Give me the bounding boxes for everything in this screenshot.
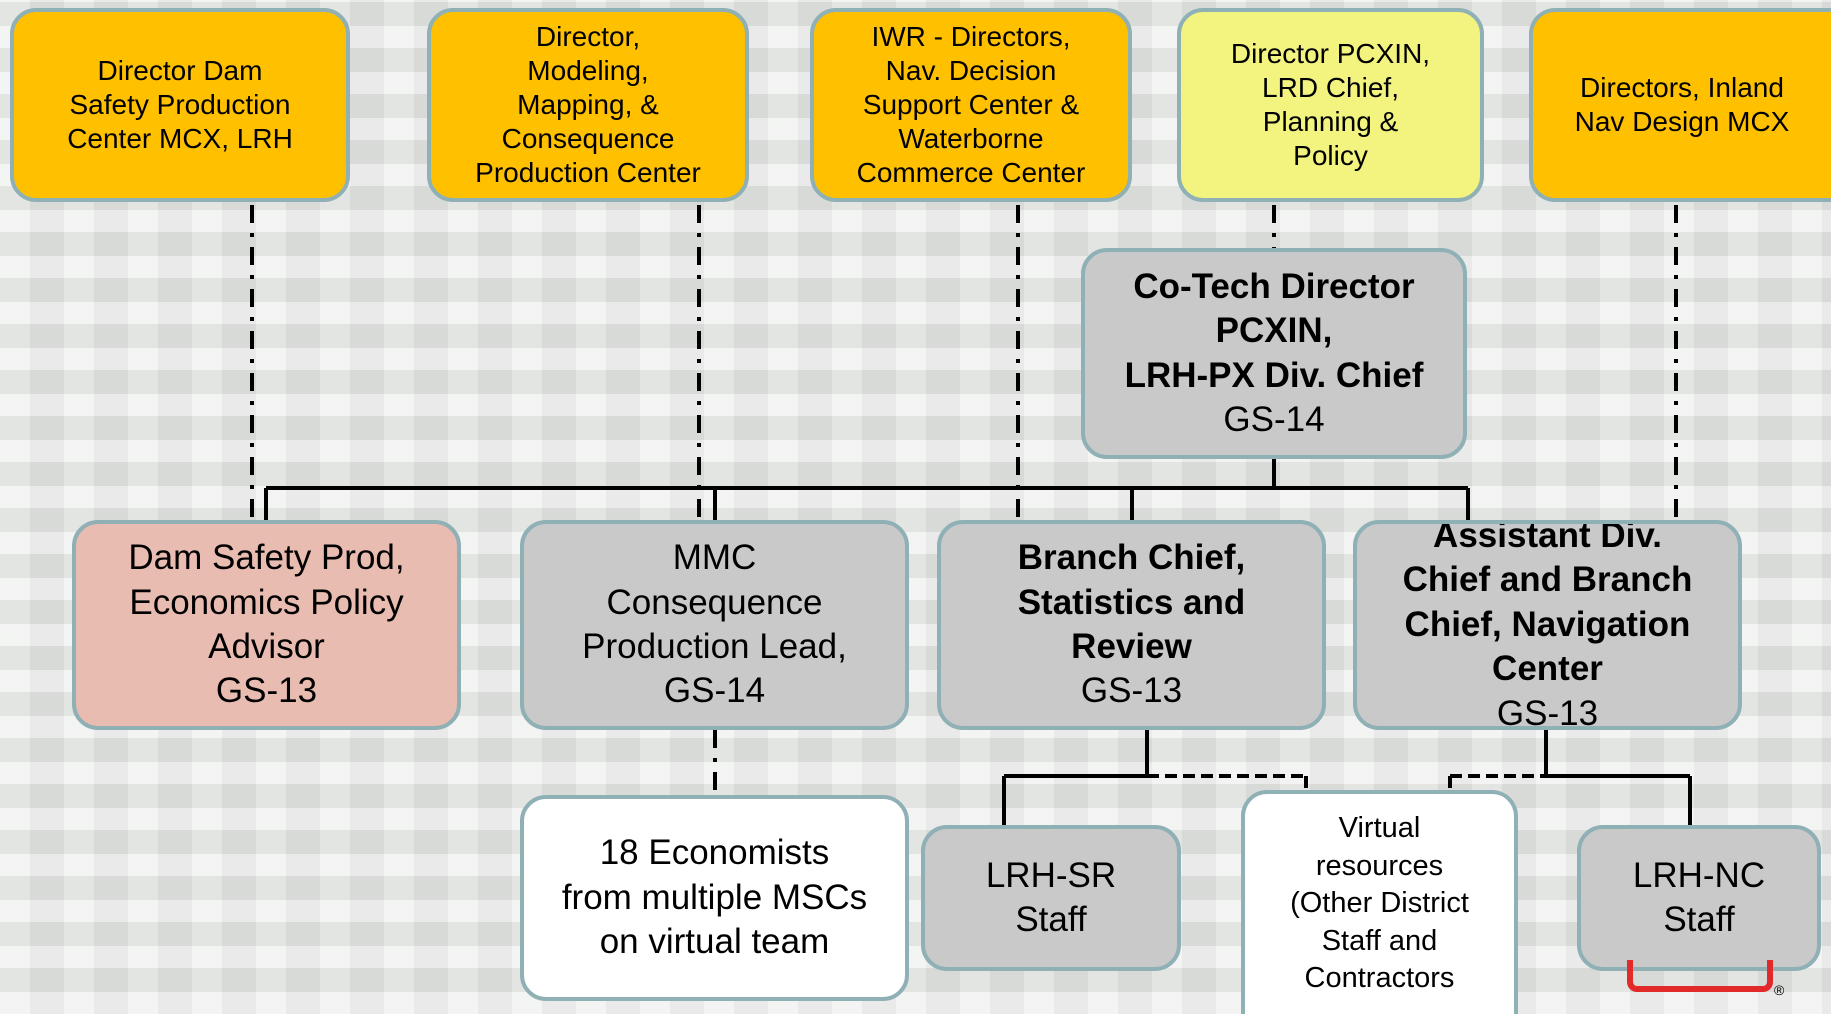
branch-chief-statistics-title: Branch Chief, Statistics and Review (1017, 538, 1246, 666)
cotech-director-grade: GS-14 (1223, 399, 1325, 439)
branch-chief-statistics-grade: GS-13 (1080, 671, 1183, 711)
director-dam-safety-text: Director Dam Safety Production Center MC… (67, 54, 293, 155)
dam-safety-advisor-text: Dam Safety Prod, Economics Policy Adviso… (128, 538, 405, 666)
director-pcxin-text: Director PCXIN, LRD Chief, Planning & Po… (1230, 37, 1431, 172)
virtual-resources-text: Virtual resources (Other District Staff … (1290, 812, 1469, 995)
dam-safety-advisor-box: Dam Safety Prod, Economics Policy Adviso… (72, 520, 461, 730)
lrh-nc-staff-text: LRH-NC Staff (1632, 855, 1766, 939)
lrh-sr-staff-box: LRH-SR Staff (921, 825, 1181, 971)
cotech-director-box: Co-Tech Director PCXIN, LRH-PX Div. Chie… (1081, 248, 1467, 459)
virtual-resources-box: Virtual resources (Other District Staff … (1241, 790, 1518, 1014)
director-dam-safety-box: Director Dam Safety Production Center MC… (10, 8, 350, 202)
directors-inland-nav-box: Directors, Inland Nav Design MCX (1529, 8, 1831, 202)
logo-mark (1627, 960, 1773, 992)
economists-virtual-team-text: 18 Economists from multiple MSCs on virt… (561, 833, 868, 962)
iwr-directors-text: IWR - Directors, Nav. Decision Support C… (856, 20, 1086, 189)
assistant-div-chief-title: Assistant Div. Chief and Branch Chief, N… (1402, 520, 1693, 689)
economists-virtual-team-box: 18 Economists from multiple MSCs on virt… (520, 795, 909, 1001)
registered-mark: ® (1774, 982, 1785, 998)
lrh-sr-staff-text: LRH-SR Staff (985, 855, 1117, 939)
directors-inland-nav-text: Directors, Inland Nav Design MCX (1574, 71, 1790, 137)
branch-chief-statistics-box: Branch Chief, Statistics and Review GS-1… (937, 520, 1326, 730)
lrh-nc-staff-box: LRH-NC Staff (1577, 825, 1821, 971)
assistant-div-chief-grade: GS-13 (1496, 693, 1599, 730)
director-pcxin-box: Director PCXIN, LRD Chief, Planning & Po… (1177, 8, 1484, 202)
mmc-consequence-lead-text: MMC Consequence Production Lead, (582, 538, 847, 666)
mmc-consequence-lead-box: MMC Consequence Production Lead, GS-14 (520, 520, 909, 730)
dam-safety-advisor-grade: GS-13 (215, 671, 318, 711)
assistant-div-chief-box: Assistant Div. Chief and Branch Chief, N… (1353, 520, 1742, 730)
director-modeling-mapping-box: Director, Modeling, Mapping, & Consequen… (427, 8, 749, 202)
mmc-consequence-lead-grade: GS-14 (663, 671, 766, 711)
cotech-director-title: Co-Tech Director PCXIN, LRH-PX Div. Chie… (1124, 266, 1424, 395)
director-modeling-mapping-text: Director, Modeling, Mapping, & Consequen… (475, 20, 701, 189)
iwr-directors-box: IWR - Directors, Nav. Decision Support C… (810, 8, 1132, 202)
